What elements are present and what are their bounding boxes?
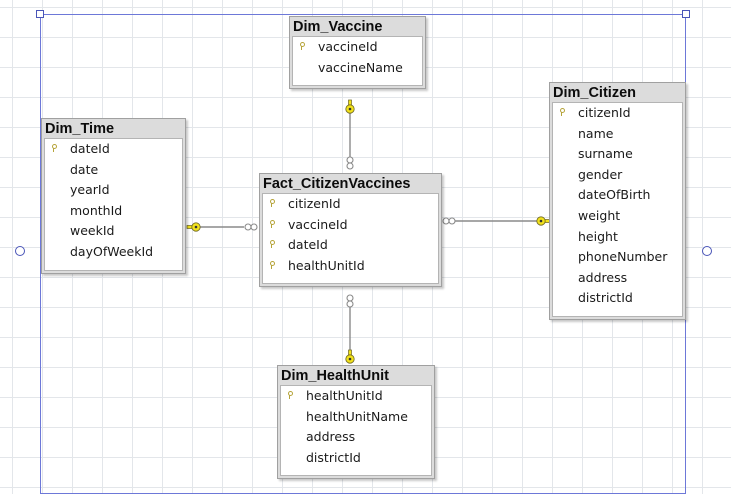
column-row[interactable]: date — [45, 160, 182, 181]
column-row[interactable]: vaccineId — [263, 215, 438, 236]
column-name: citizenId — [288, 196, 341, 211]
key-icon — [559, 108, 566, 116]
table-title[interactable]: Dim_Time — [45, 121, 115, 137]
key-icon — [269, 260, 276, 269]
column-row[interactable]: height — [553, 227, 682, 248]
column-name: dateOfBirth — [578, 187, 651, 203]
key-icon — [269, 219, 276, 228]
many-end-marker — [346, 300, 354, 308]
column-name: dateId — [288, 237, 328, 253]
column-name: dateId — [70, 141, 110, 156]
column-name: districtId — [306, 449, 361, 465]
column-row[interactable]: dateId — [45, 139, 182, 160]
one-end-key-marker — [536, 216, 551, 226]
key-icon — [269, 240, 276, 249]
table-title[interactable]: Fact_CitizenVaccines — [263, 176, 411, 192]
column-row[interactable]: monthId — [45, 201, 182, 222]
column-name: citizenId — [578, 105, 631, 120]
many-end-marker — [346, 156, 354, 164]
column-row[interactable]: dayOfWeekId — [45, 242, 182, 263]
resize-handle-right[interactable] — [702, 246, 712, 256]
column-name: address — [306, 429, 356, 445]
one-end-key-marker — [186, 222, 201, 232]
column-list: healthUnitId healthUnitName address distric… — [280, 385, 432, 477]
many-end-marker — [250, 223, 258, 231]
column-name: address — [578, 269, 628, 285]
many-end-marker — [442, 217, 450, 225]
table-dim-healthunit[interactable]: Dim_HealthUnit healthUnitId healthUnitName… — [277, 365, 435, 480]
column-name: vaccineId — [318, 39, 378, 54]
column-row[interactable]: citizenId — [553, 103, 682, 124]
column-list: citizenId name surname gender dateOfBirth wei… — [552, 102, 683, 317]
column-name: surname — [578, 146, 633, 162]
column-name: healthUnitName — [306, 408, 408, 424]
key-icon — [51, 144, 58, 152]
table-title[interactable]: Dim_Citizen — [553, 85, 636, 101]
column-name: weekId — [70, 223, 115, 239]
column-name: date — [70, 161, 99, 177]
column-name: monthId — [70, 202, 123, 218]
column-row[interactable]: dateOfBirth — [553, 185, 682, 206]
many-end-marker — [346, 162, 354, 170]
key-icon — [299, 42, 306, 50]
one-end-key-marker — [345, 99, 355, 114]
many-end-marker — [244, 223, 252, 231]
column-name: gender — [578, 166, 623, 182]
table-dim-citizen[interactable]: Dim_Citizen citizenId name surname gender dat… — [549, 82, 686, 320]
column-name: healthUnitId — [288, 257, 365, 273]
column-name: districtId — [578, 290, 633, 306]
column-name: dayOfWeekId — [70, 243, 154, 259]
resize-handle-top-left[interactable] — [36, 10, 44, 18]
column-row[interactable]: surname — [553, 144, 682, 165]
column-row[interactable]: healthUnitId — [281, 386, 431, 407]
key-icon — [287, 391, 294, 399]
column-list: vaccineId vaccineName — [292, 36, 423, 87]
column-name: yearId — [70, 182, 110, 198]
table-dim-time[interactable]: Dim_Time dateId date yearId monthId weekId day… — [41, 118, 186, 274]
column-row[interactable]: address — [281, 427, 431, 448]
column-row[interactable]: healthUnitName — [281, 407, 431, 428]
column-list: dateId date yearId monthId weekId dayOfWeekId — [44, 138, 183, 271]
many-end-marker — [346, 294, 354, 302]
column-row[interactable]: weight — [553, 206, 682, 227]
column-row[interactable]: districtId — [281, 448, 431, 469]
table-title[interactable]: Dim_Vaccine — [293, 19, 383, 35]
column-name: vaccineId — [288, 216, 348, 232]
table-dim-vaccine[interactable]: Dim_Vaccine vaccineId vaccineName — [289, 16, 426, 90]
column-row[interactable]: healthUnitId — [263, 256, 438, 277]
column-row[interactable]: vaccineName — [293, 58, 422, 79]
column-row[interactable]: vaccineId — [293, 37, 422, 58]
column-row[interactable]: districtId — [553, 288, 682, 309]
table-title[interactable]: Dim_HealthUnit — [281, 368, 389, 384]
column-row[interactable]: weekId — [45, 221, 182, 242]
key-icon — [269, 199, 276, 207]
column-row[interactable]: citizenId — [263, 194, 438, 215]
table-fact-citizenvaccines[interactable]: Fact_CitizenVaccines citizenId vaccineId da… — [259, 173, 442, 288]
column-row[interactable]: phoneNumber — [553, 247, 682, 268]
column-row[interactable]: yearId — [45, 180, 182, 201]
one-end-key-marker — [345, 349, 355, 364]
many-end-marker — [448, 217, 456, 225]
column-name: name — [578, 125, 614, 141]
column-name: weight — [578, 207, 621, 223]
column-name: vaccineName — [318, 59, 403, 75]
column-row[interactable]: name — [553, 124, 682, 145]
column-list: citizenId vaccineId dateId healthUnitId — [262, 193, 439, 285]
column-row[interactable]: gender — [553, 165, 682, 186]
column-row[interactable]: address — [553, 268, 682, 289]
resize-handle-top-right[interactable] — [682, 10, 690, 18]
resize-handle-left[interactable] — [15, 246, 25, 256]
column-row[interactable]: dateId — [263, 235, 438, 256]
column-name: phoneNumber — [578, 249, 668, 265]
column-name: height — [578, 228, 618, 244]
column-name: healthUnitId — [306, 388, 383, 403]
